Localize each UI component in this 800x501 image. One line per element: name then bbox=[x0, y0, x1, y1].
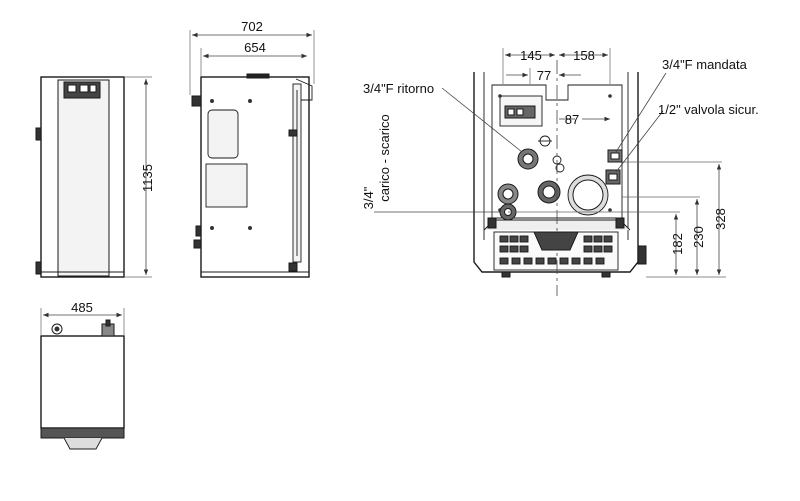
top-view: 485 bbox=[40, 300, 125, 450]
dim-body-depth: 654 bbox=[244, 40, 266, 55]
label-return-connection: 3/4"F ritorno bbox=[363, 81, 434, 96]
front-view: 1135 bbox=[35, 76, 155, 278]
dim-overall-depth: 702 bbox=[241, 19, 263, 34]
dim-left-offset: 145 bbox=[520, 48, 542, 63]
dim-height-328: 328 bbox=[713, 208, 728, 230]
label-safety-valve: 1/2" valvola sicur. bbox=[658, 102, 759, 117]
rear-view: 145 158 77 87 182 230 328 bbox=[374, 48, 728, 296]
label-fill-drain-text: carico - scarico bbox=[377, 114, 392, 201]
dim-width: 485 bbox=[71, 300, 93, 315]
side-view: 702 654 bbox=[189, 19, 315, 278]
dim-height-182: 182 bbox=[670, 233, 685, 255]
dim-inner-spacing: 87 bbox=[565, 112, 579, 127]
label-supply-connection: 3/4"F mandata bbox=[662, 57, 748, 72]
label-fill-drain-size: 3/4" bbox=[361, 186, 376, 209]
dim-height: 1135 bbox=[140, 164, 155, 192]
dim-height-230: 230 bbox=[691, 226, 706, 248]
dim-center-spacing: 77 bbox=[537, 68, 551, 83]
dim-right-offset: 158 bbox=[573, 48, 595, 63]
